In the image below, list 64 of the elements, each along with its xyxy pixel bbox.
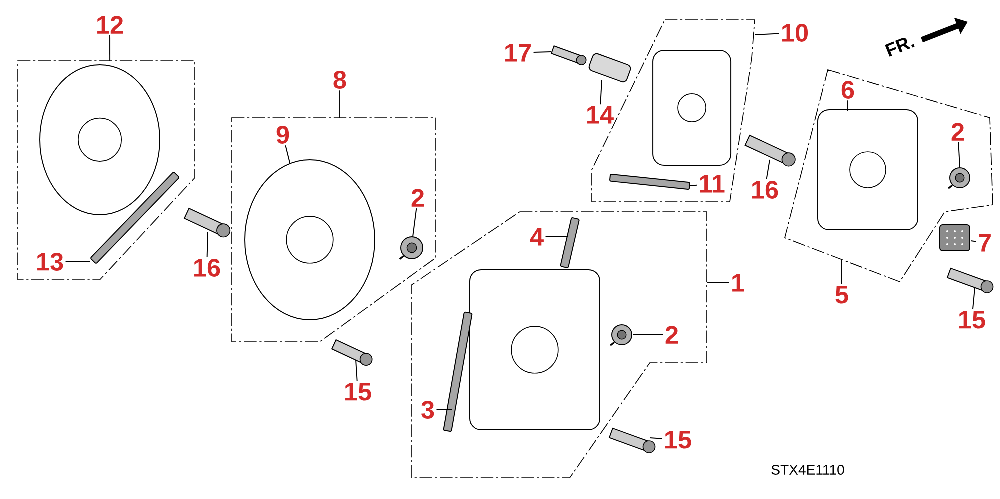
bolt-drawing <box>946 268 994 294</box>
callout-number: 7 <box>979 234 991 252</box>
frame-outline <box>18 60 196 280</box>
part-drawing <box>652 50 732 166</box>
leader-line <box>600 80 602 106</box>
callout-number: 6 <box>842 81 854 99</box>
callout-number: 15 <box>960 311 986 329</box>
grommet-drawing <box>610 324 632 346</box>
leader-line <box>632 334 664 336</box>
callout-number: 14 <box>588 106 614 124</box>
callout-number: 16 <box>752 181 778 199</box>
callout-number: 5 <box>836 286 848 304</box>
leader-line <box>110 35 111 62</box>
leader-line <box>754 33 780 36</box>
frame-outline <box>232 118 436 342</box>
callout-number: 13 <box>38 253 64 271</box>
sensor-drawing <box>588 53 632 83</box>
bolt-drawing <box>608 428 656 454</box>
part-drawing <box>244 160 376 320</box>
frame-outline <box>412 212 708 478</box>
direction-label: FR. <box>885 38 915 57</box>
leader-line <box>972 288 976 310</box>
leader-line <box>412 208 418 238</box>
leader-line <box>356 360 358 382</box>
leader-line <box>533 52 552 53</box>
callout-number: 17 <box>506 44 531 62</box>
bolt-drawing <box>744 134 796 167</box>
callout-number: 9 <box>276 126 290 144</box>
gasket-drawing <box>443 312 473 432</box>
callout-number: 2 <box>952 123 964 141</box>
leader-line <box>545 236 569 238</box>
callout-number: 15 <box>666 431 692 449</box>
callout-number: 3 <box>422 401 434 419</box>
callout-number: 2 <box>412 189 424 207</box>
leader-line <box>958 142 960 168</box>
callout-number: 10 <box>782 24 808 42</box>
leader-line <box>970 240 977 242</box>
part-drawing <box>940 224 970 252</box>
callout-number: 2 <box>666 326 678 344</box>
callout-number: 11 <box>700 175 725 193</box>
grommet-drawing <box>399 236 424 260</box>
gasket-drawing <box>90 172 180 264</box>
callout-number: 12 <box>98 16 124 34</box>
callout-number: 8 <box>334 71 346 89</box>
leader-line <box>206 232 208 258</box>
part-drawing <box>40 64 160 216</box>
bolt-drawing <box>550 45 587 66</box>
callout-number: 16 <box>194 259 220 277</box>
part-drawing <box>818 110 918 230</box>
grommet-drawing <box>948 168 970 190</box>
callout-number: 15 <box>346 383 372 401</box>
bolt-drawing <box>184 208 231 238</box>
callout-number: 4 <box>530 228 544 246</box>
leader-line <box>766 160 770 180</box>
leader-line <box>706 282 730 284</box>
diagram-code: STX4E1110 <box>772 465 844 475</box>
leader-line <box>285 145 290 164</box>
bolt-drawing <box>331 339 373 366</box>
part-drawing <box>470 270 600 430</box>
leader-line <box>650 438 663 440</box>
gasket-drawing <box>560 218 580 268</box>
callout-number: 1 <box>732 274 744 292</box>
gasket-drawing <box>610 174 690 190</box>
leader-line <box>690 184 698 186</box>
